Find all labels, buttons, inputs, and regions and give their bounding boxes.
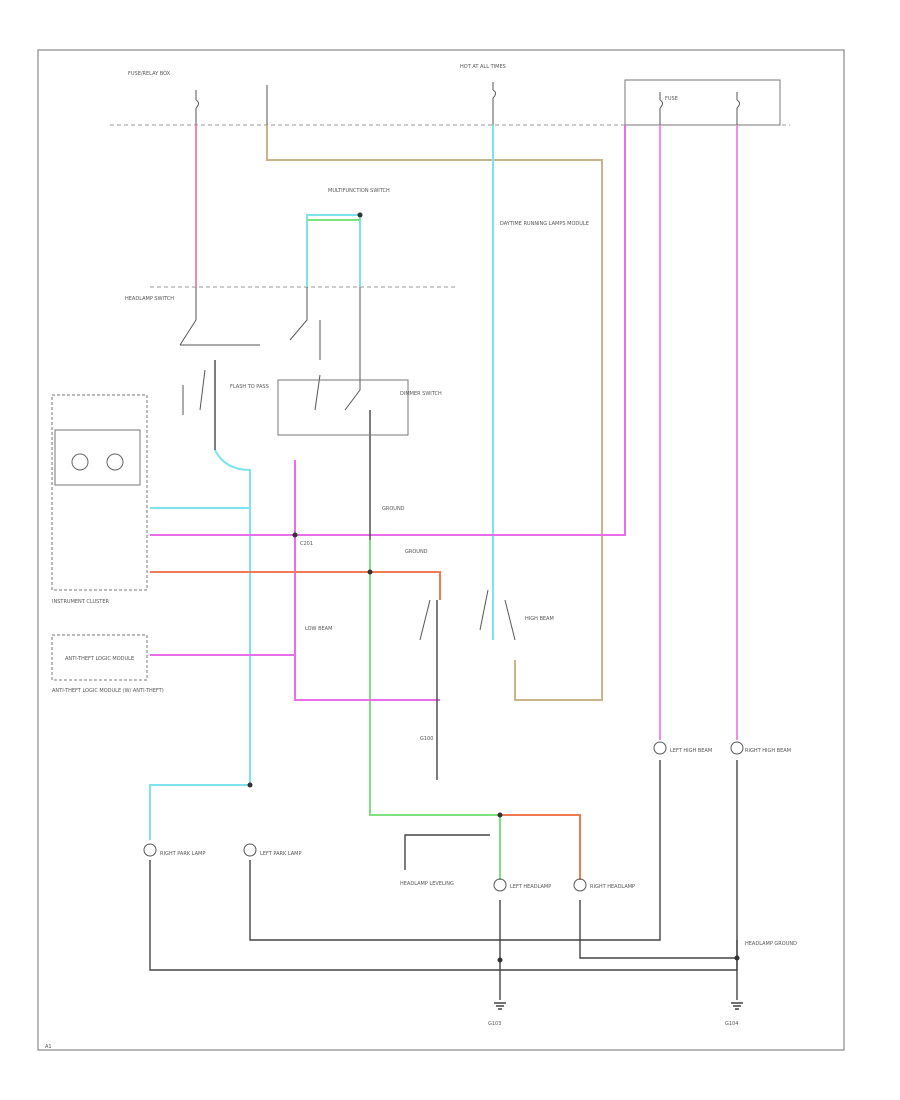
splice-dots	[247, 212, 740, 963]
leveling-label: HEADLAMP LEVELING	[400, 881, 454, 887]
right-headlamp-label: RIGHT HEADLAMP	[590, 884, 635, 890]
anti-theft-label: ANTI-THEFT LOGIC MODULE	[65, 656, 134, 662]
violet-wire-mid	[294, 460, 440, 701]
instrument-cluster-label: INSTRUMENT CLUSTER	[52, 599, 110, 605]
right-park-lamp-label: RIGHT PARK LAMP	[160, 851, 205, 857]
headlamp-switch	[179, 287, 516, 641]
lamps	[143, 741, 744, 892]
right-indicator-icon	[106, 453, 124, 471]
orange-wire-low	[500, 814, 581, 880]
daytime-module-label: DAYTIME RUNNING LAMPS MODULE	[500, 221, 589, 227]
cyan-wire-lamp	[149, 784, 250, 840]
ground-icon-left	[494, 1002, 506, 1010]
diagram-border	[37, 49, 845, 1051]
ground-g104-label: G104	[725, 1021, 738, 1027]
violet-wire-right	[150, 125, 626, 536]
ground-icon-right	[731, 1002, 743, 1010]
fuse-box-right	[624, 79, 781, 126]
headlamp-switch-label: HEADLAMP SWITCH	[125, 296, 174, 302]
fuse-label-center: HOT AT ALL TIMES	[460, 64, 506, 70]
fuse-symbols	[195, 82, 740, 125]
left-headlamp-label: LEFT HEADLAMP	[510, 884, 551, 890]
tan-wire	[266, 125, 603, 701]
instrument-cluster-box	[51, 394, 148, 591]
cyan-wire-branch	[306, 214, 360, 287]
footer-code: A1	[45, 1044, 52, 1050]
left-indicator-icon	[71, 453, 89, 471]
fuse-label-left: FUSE/RELAY BOX	[128, 71, 171, 77]
left-park-lamp-label: LEFT PARK LAMP	[260, 851, 301, 857]
green-wire	[369, 540, 501, 880]
ground-g100-label: G100	[420, 736, 433, 742]
headlamp-ground-label: HEADLAMP GROUND	[745, 941, 797, 947]
low-beam-label: LOW BEAM	[305, 626, 332, 632]
anti-theft-box	[51, 634, 148, 681]
fuse-label-right: FUSE	[665, 96, 678, 102]
dimmer-switch-label: DIMMER SWITCH	[400, 391, 442, 397]
flash-to-pass-label: FLASH TO PASS	[230, 384, 269, 390]
anti-theft-caption: ANTI-THEFT LOGIC MODULE (W/ ANTI-THEFT)	[52, 688, 164, 694]
center-note-label: GROUND	[382, 506, 405, 512]
ground-g103-label: G103	[488, 1021, 501, 1027]
ground-wiring	[149, 360, 738, 1000]
right-high-beam-label: RIGHT HIGH BEAM	[745, 748, 791, 754]
connector-code: C201	[300, 541, 313, 547]
high-beam-label: HIGH BEAM	[525, 616, 554, 622]
multifunction-switch-label: MULTIFUNCTION SWITCH	[328, 188, 390, 194]
left-high-beam-label: LEFT HIGH BEAM	[670, 748, 712, 754]
cyan-wire-left	[214, 449, 251, 785]
orange-wire	[150, 571, 441, 600]
center-note2-label: GROUND	[405, 549, 428, 555]
cluster-inner-box	[54, 429, 141, 486]
